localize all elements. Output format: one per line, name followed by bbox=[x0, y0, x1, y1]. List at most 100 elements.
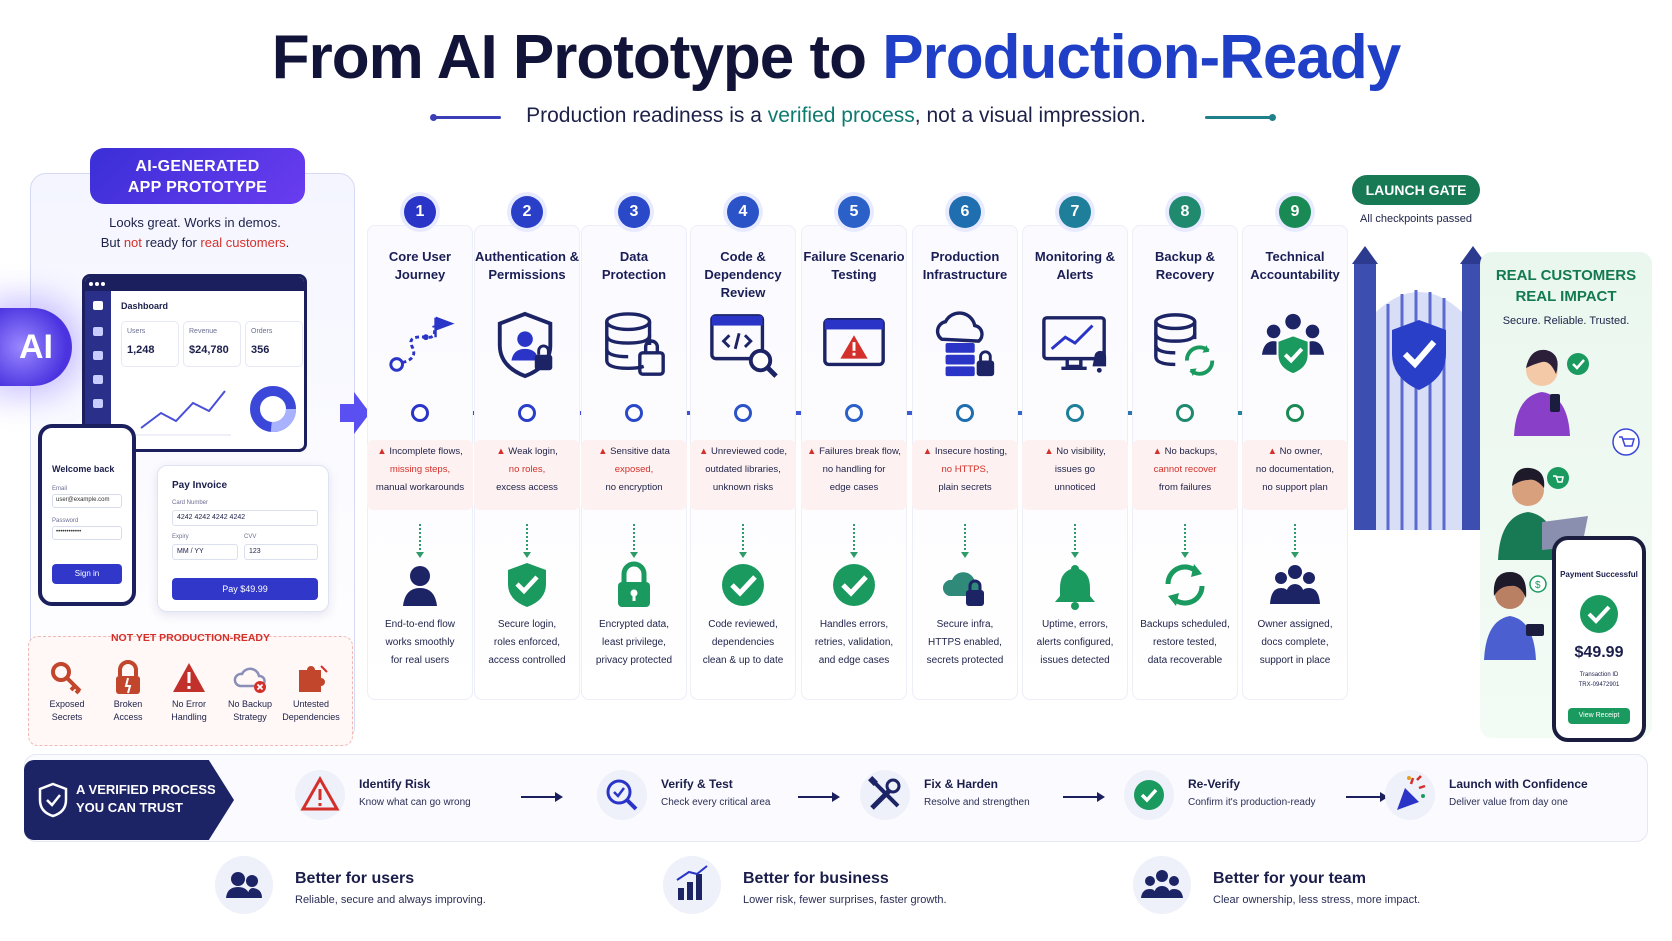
warning-icon bbox=[173, 663, 205, 692]
team-shield-icon bbox=[1261, 313, 1325, 376]
window-dots-icon bbox=[89, 282, 105, 286]
success-line: and edge cases bbox=[818, 655, 890, 666]
expiry-field[interactable]: MM / YY bbox=[172, 544, 238, 560]
arrow-down-icon bbox=[850, 524, 858, 558]
view-receipt-button[interactable]: View Receipt bbox=[1568, 708, 1630, 724]
tagline2-b: not bbox=[123, 235, 142, 250]
pay-button[interactable]: Pay $49.99 bbox=[172, 578, 318, 600]
tools-icon bbox=[868, 776, 901, 810]
arrow-down-icon bbox=[739, 524, 747, 558]
warning-icon: ▲ bbox=[1044, 446, 1057, 457]
arrow-right-icon bbox=[521, 792, 563, 802]
password-field[interactable]: •••••••••••• bbox=[52, 526, 122, 540]
broken-lock-icon bbox=[116, 660, 140, 694]
process-step-icon-bg bbox=[1385, 770, 1435, 820]
prototype-badge-line2: APP PROTOTYPE bbox=[127, 179, 268, 196]
not-ready-item: Exposed Secrets bbox=[36, 660, 98, 724]
warning-icon: ▲ bbox=[377, 446, 390, 457]
browser-warning-icon bbox=[823, 318, 885, 367]
customers-title-1: REAL CUSTOMERS bbox=[1495, 267, 1637, 284]
check-circle-icon bbox=[833, 564, 875, 606]
not-ready-label: Untested bbox=[292, 699, 330, 709]
risk-line: unnoticed bbox=[1054, 482, 1096, 493]
expiry-label: Expiry bbox=[172, 534, 189, 540]
warning-icon: ▲ bbox=[1267, 446, 1280, 457]
email-field[interactable]: user@example.com bbox=[52, 494, 122, 508]
login-phone-mockup: Welcome back Email user@example.com Pass… bbox=[38, 424, 136, 606]
customers-title-2: REAL IMPACT bbox=[1515, 288, 1617, 305]
payment-phone-mockup: Payment Successful $49.99 Transaction ID… bbox=[1552, 536, 1646, 742]
success-line: Handles errors, bbox=[819, 619, 889, 630]
dashboard-charts bbox=[135, 386, 296, 436]
puzzle-icon bbox=[299, 665, 328, 692]
cvv-field[interactable]: 123 bbox=[244, 544, 318, 560]
page-title: From AI Prototype to Production-Ready bbox=[0, 22, 1672, 93]
warning-icon: ▲ bbox=[1152, 446, 1165, 457]
timeline-node bbox=[1286, 404, 1304, 422]
process-step-desc: Deliver value from day one bbox=[1449, 797, 1568, 808]
arrow-right-icon bbox=[798, 792, 840, 802]
padlock-icon bbox=[618, 561, 650, 607]
step-number: 5 bbox=[838, 196, 870, 228]
step-title: Monitoring &Alerts bbox=[1019, 248, 1131, 284]
tagline2-d: real customers bbox=[200, 235, 286, 250]
process-step-desc: Resolve and strengthen bbox=[924, 797, 1030, 808]
success-line: End-to-end flow bbox=[384, 619, 456, 630]
subtitle-part-c: , not a visual impression. bbox=[914, 104, 1146, 127]
check-circle-icon bbox=[1580, 595, 1618, 633]
success-line: issues detected bbox=[1040, 655, 1110, 666]
kpi-label: Users bbox=[127, 328, 146, 335]
success-text: Secure infra,HTTPS enabled,secrets prote… bbox=[909, 616, 1021, 670]
database-sync-icon bbox=[1154, 313, 1215, 377]
success-text: Uptime, errors,alerts configured,issues … bbox=[1019, 616, 1131, 670]
timeline-node bbox=[956, 404, 974, 422]
shield-user-icon bbox=[497, 311, 553, 379]
shield-check-icon bbox=[38, 782, 68, 818]
success-line: secrets protected bbox=[926, 655, 1004, 666]
risk-line: ▲ Insecure hosting, bbox=[912, 443, 1018, 461]
step-title-line: Production bbox=[930, 249, 1000, 264]
process-badge-line2: YOU CAN TRUST bbox=[76, 800, 183, 815]
ai-orb-icon: AI bbox=[0, 308, 72, 386]
code-search-icon bbox=[710, 314, 778, 378]
risk-text: No owner, bbox=[1279, 446, 1323, 457]
warning-icon: ▲ bbox=[922, 446, 935, 457]
benefit-desc: Reliable, secure and always improving. bbox=[295, 894, 486, 906]
step-number: 1 bbox=[404, 196, 436, 228]
process-step-desc: Check every critical area bbox=[661, 797, 771, 808]
key-icon bbox=[51, 662, 82, 695]
step-title-line: Backup & bbox=[1155, 249, 1215, 264]
risk-text: Failures break flow, bbox=[819, 446, 901, 457]
risk-line: ▲ No backups, bbox=[1132, 443, 1238, 461]
timeline-node bbox=[734, 404, 752, 422]
customers-illustration: $ bbox=[1484, 349, 1640, 660]
timeline-node bbox=[625, 404, 643, 422]
step-title: Authentication &Permissions bbox=[471, 248, 583, 284]
timeline-node bbox=[411, 404, 429, 422]
not-ready-label: Exposed bbox=[49, 699, 85, 709]
risk-line: edge cases bbox=[829, 482, 879, 493]
sign-in-button[interactable]: Sign in bbox=[52, 564, 122, 584]
check-circle-icon bbox=[1134, 780, 1164, 810]
step-number: 7 bbox=[1059, 196, 1091, 228]
success-line: for real users bbox=[390, 655, 450, 666]
step-number: 6 bbox=[949, 196, 981, 228]
not-ready-label: No Backup bbox=[227, 699, 273, 709]
step-number: 4 bbox=[727, 196, 759, 228]
prototype-tagline-1: Looks great. Works in demos. bbox=[109, 215, 281, 230]
risk-line: ▲ Weak login, bbox=[474, 443, 580, 461]
risk-line: unknown risks bbox=[712, 482, 774, 493]
card-number-field[interactable]: 4242 4242 4242 4242 bbox=[172, 510, 318, 526]
process-badge: A VERIFIED PROCESS YOU CAN TRUST bbox=[24, 760, 234, 840]
not-ready-label: Handling bbox=[171, 712, 207, 722]
kpi-card: Revenue$24,780 bbox=[183, 321, 241, 367]
risk-line: exposed, bbox=[614, 464, 654, 475]
card-number-label: Card Number bbox=[172, 500, 209, 506]
success-line: clean & up to date bbox=[702, 655, 784, 666]
kpi-label: Revenue bbox=[189, 328, 218, 335]
